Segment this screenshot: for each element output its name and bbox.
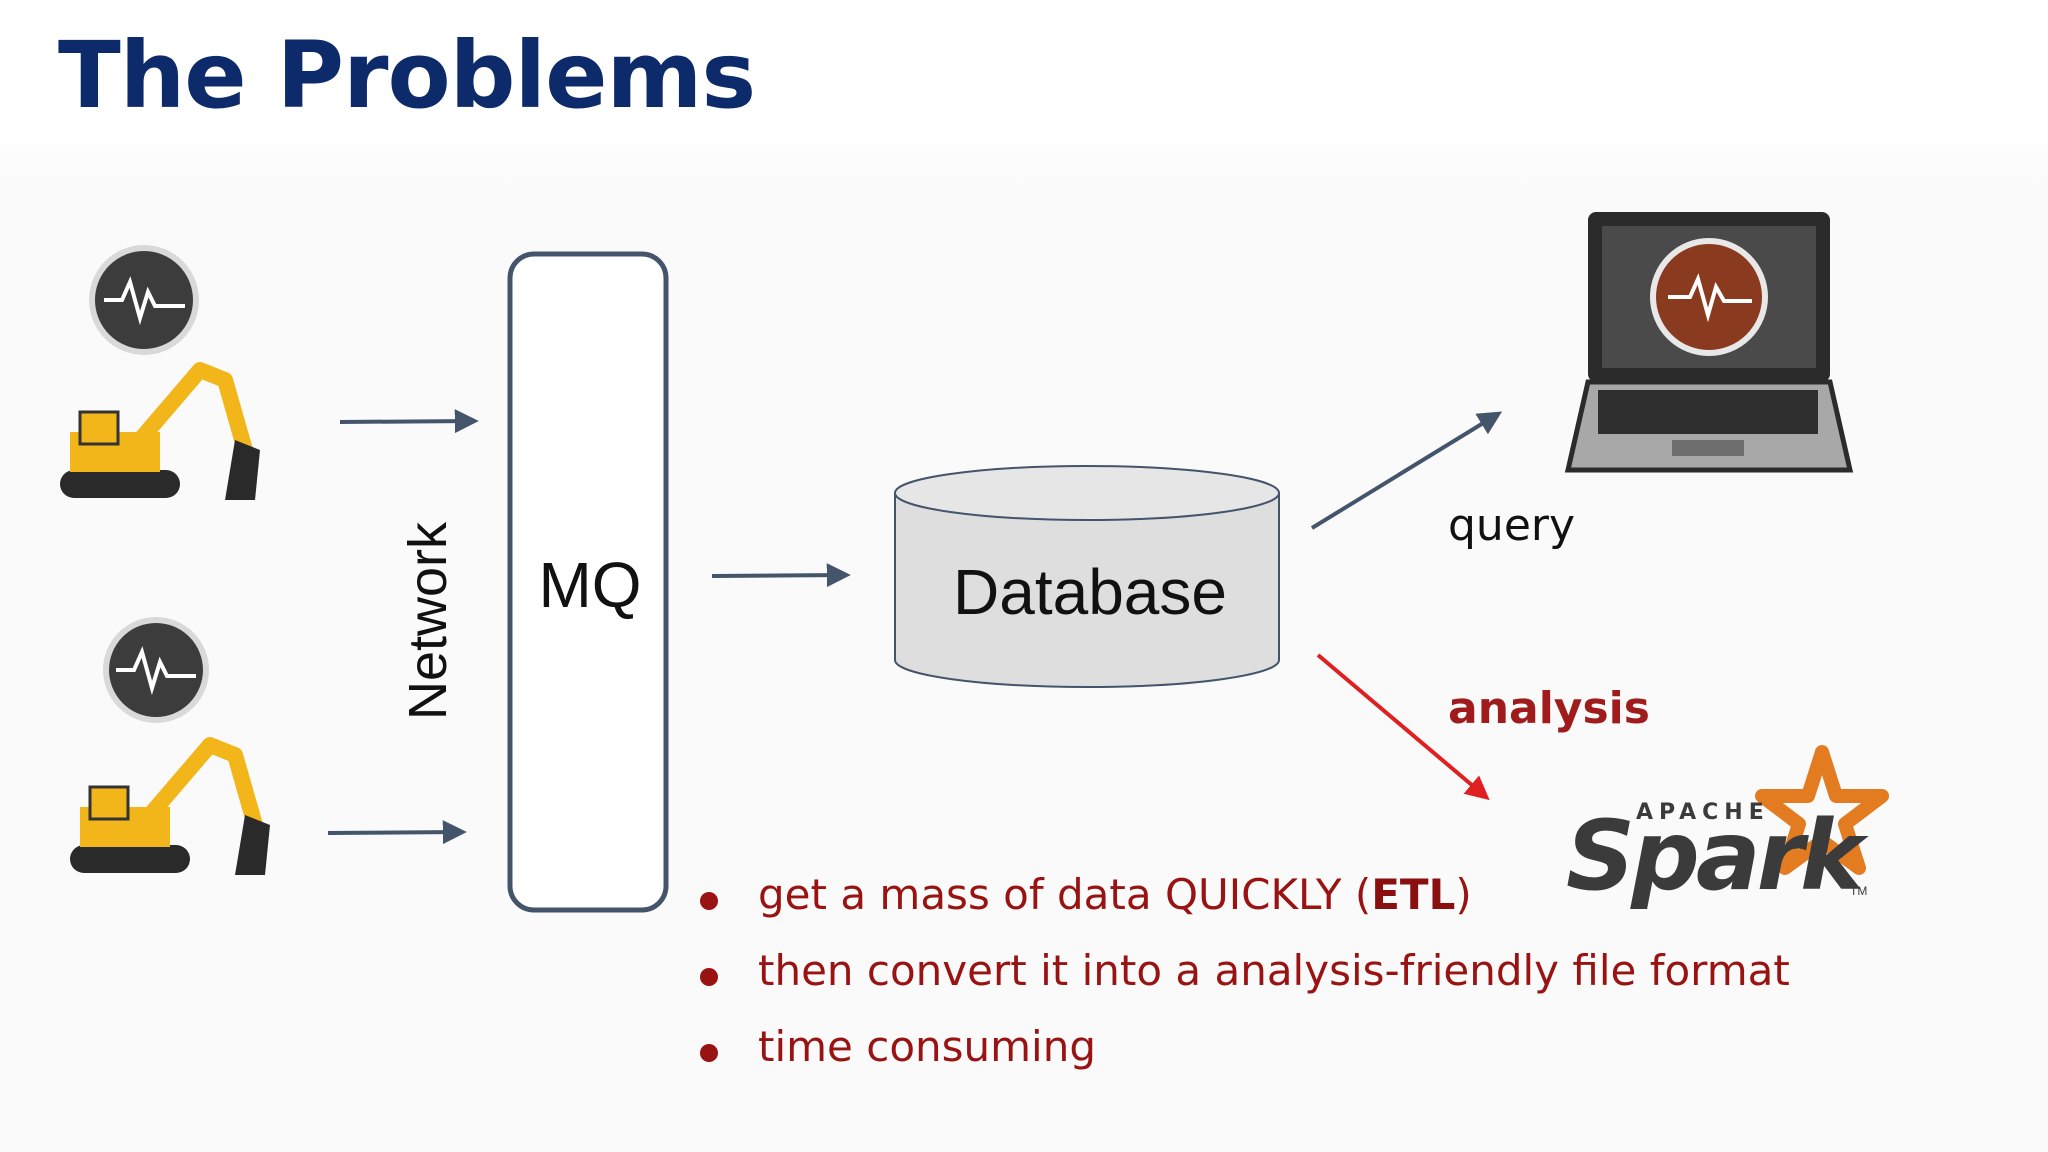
bullet-item: then convert it into a analysis-friendly… [700, 946, 1790, 1022]
bullet-text: get a mass of data QUICKLY ( [758, 870, 1372, 919]
page-title: The Problems [58, 22, 756, 129]
heartbeat-monitor-icon [89, 245, 199, 355]
mq-label: MQ [538, 549, 642, 621]
bullet-dot [700, 892, 718, 910]
query-label: query [1448, 500, 1576, 551]
bullet-item: get a mass of data QUICKLY (ETL) [700, 870, 1790, 946]
laptop-icon [1564, 212, 1854, 473]
bullet-text-end: ) [1455, 870, 1472, 919]
spark-logo-apache: APACHE [1636, 800, 1770, 825]
arrow-query [1310, 411, 1503, 530]
bullet-bold: ETL [1371, 870, 1456, 919]
arrow-analysis [1316, 653, 1490, 801]
spark-star-icon [1755, 745, 1889, 875]
analysis-label: analysis [1448, 683, 1650, 734]
bullet-text: time consuming [758, 1022, 1097, 1071]
spark-logo-tm: TM [1850, 884, 1868, 898]
bullet-text: then convert it into a analysis-friendly… [758, 946, 1790, 995]
arrow-mq-to-database [711, 563, 851, 588]
bullet-dot [700, 1044, 718, 1062]
arrow-device2-to-mq [327, 820, 467, 845]
network-label: Network [398, 521, 458, 721]
heartbeat-monitor-icon [103, 617, 209, 723]
bullet-item: time consuming [700, 1022, 1790, 1098]
mq-box [507, 251, 669, 913]
bullet-dot [700, 968, 718, 986]
spark-logo-word: Spark [1566, 800, 1864, 912]
database-cylinder [894, 465, 1280, 688]
bullet-list: get a mass of data QUICKLY (ETL) then co… [700, 870, 1790, 1098]
excavator-icon [60, 362, 260, 500]
database-label: Database [953, 556, 1227, 628]
excavator-icon [70, 737, 270, 875]
arrow-device1-to-mq [339, 409, 479, 434]
